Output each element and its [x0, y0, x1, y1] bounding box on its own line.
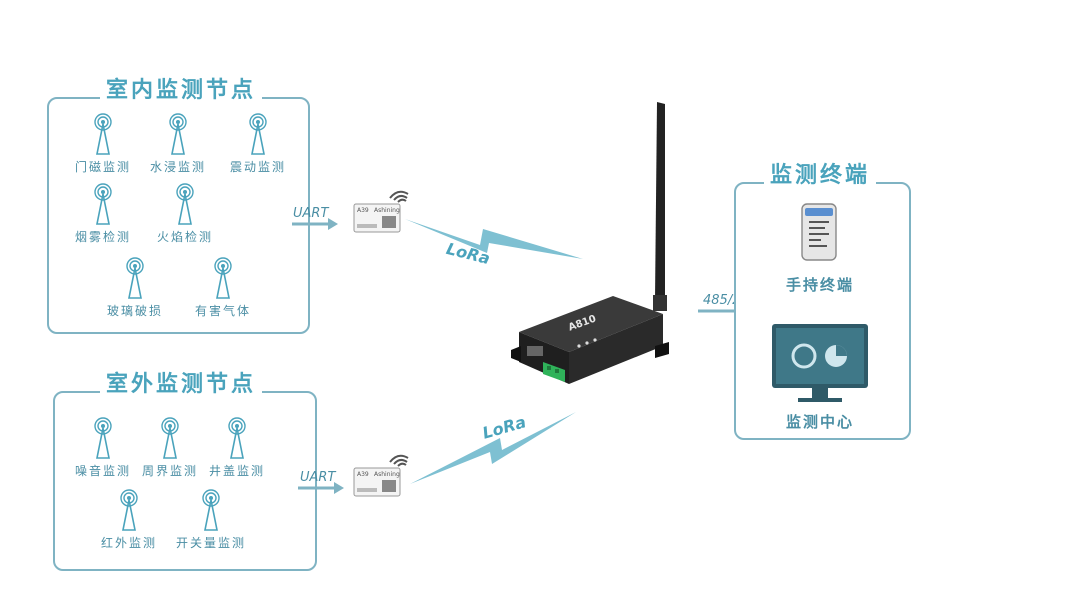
center-label: 监测中心: [786, 413, 855, 431]
antenna-tower-icon: [120, 489, 138, 531]
sensor-gas: 有害气体: [178, 256, 268, 319]
antenna-tower-icon: [202, 489, 220, 531]
lora-lightning-bottom: [410, 412, 576, 484]
lora-module-bottom: A39 Ashining: [352, 450, 422, 504]
handheld-label: 手持终端: [786, 276, 855, 294]
sensor-label: 周界监测: [141, 464, 198, 478]
sensor-noise: 噪音监测: [58, 416, 148, 479]
sensor-label: 火焰检测: [156, 230, 213, 244]
terminal-title: 监测终端: [764, 157, 877, 189]
module-board: [353, 454, 409, 497]
sensor-label: 震动监测: [229, 160, 286, 174]
indoor-panel: [47, 97, 310, 334]
monitor-center-icon: [772, 324, 868, 402]
handheld-terminal-icon: [801, 203, 837, 261]
sensor-infrared: 红外监测: [84, 488, 174, 551]
module-brand: Ashining: [374, 471, 400, 478]
uart-arrow-top: [292, 218, 338, 230]
antenna-tower-icon: [228, 417, 246, 459]
antenna-tower-icon: [249, 113, 267, 155]
sensor-label: 玻璃破损: [106, 304, 163, 318]
antenna-tower-icon: [169, 113, 187, 155]
sensor-label: 噪音监测: [74, 464, 131, 478]
sensor-glass: 玻璃破损: [90, 256, 180, 319]
sensor-label: 有害气体: [194, 304, 251, 318]
sensor-perimeter: 周界监测: [125, 416, 215, 479]
sensor-manhole: 井盖监测: [192, 416, 282, 479]
uart-arrow-bottom: [298, 482, 344, 494]
indoor-title: 室内监测节点: [100, 72, 263, 104]
sensor-door: 门磁监测: [58, 112, 148, 175]
uart-label-bottom: UART: [300, 470, 336, 485]
sensor-label: 门磁监测: [74, 160, 131, 174]
sensor-label: 烟雾检测: [74, 230, 131, 244]
sensor-water: 水浸监测: [133, 112, 223, 175]
sensor-label: 水浸监测: [149, 160, 206, 174]
sensor-label: 红外监测: [100, 536, 157, 550]
lora-lightning-top: [405, 219, 583, 259]
module-brand: Ashining: [374, 207, 400, 214]
antenna-tower-icon: [94, 183, 112, 225]
uart-label-top: UART: [293, 206, 329, 221]
module-model: A39: [357, 207, 369, 214]
antenna-tower-icon: [126, 257, 144, 299]
antenna-tower-icon: [161, 417, 179, 459]
outdoor-title: 室外监测节点: [100, 366, 263, 398]
sensor-label: 开关量监测: [175, 536, 246, 550]
antenna-tower-icon: [94, 417, 112, 459]
module-board: [353, 190, 409, 233]
antenna-tower-icon: [94, 113, 112, 155]
antenna-tower-icon: [176, 183, 194, 225]
sensor-flame: 火焰检测: [140, 182, 230, 245]
lora-gateway-device: [511, 102, 669, 384]
sensor-label: 井盖监测: [208, 464, 265, 478]
sensor-smoke: 烟雾检测: [58, 182, 148, 245]
antenna-tower-icon: [214, 257, 232, 299]
sensor-vibration: 震动监测: [213, 112, 303, 175]
module-model: A39: [357, 471, 369, 478]
lora-module-top: A39 Ashining: [352, 186, 422, 240]
sensor-switch: 开关量监测: [166, 488, 256, 551]
